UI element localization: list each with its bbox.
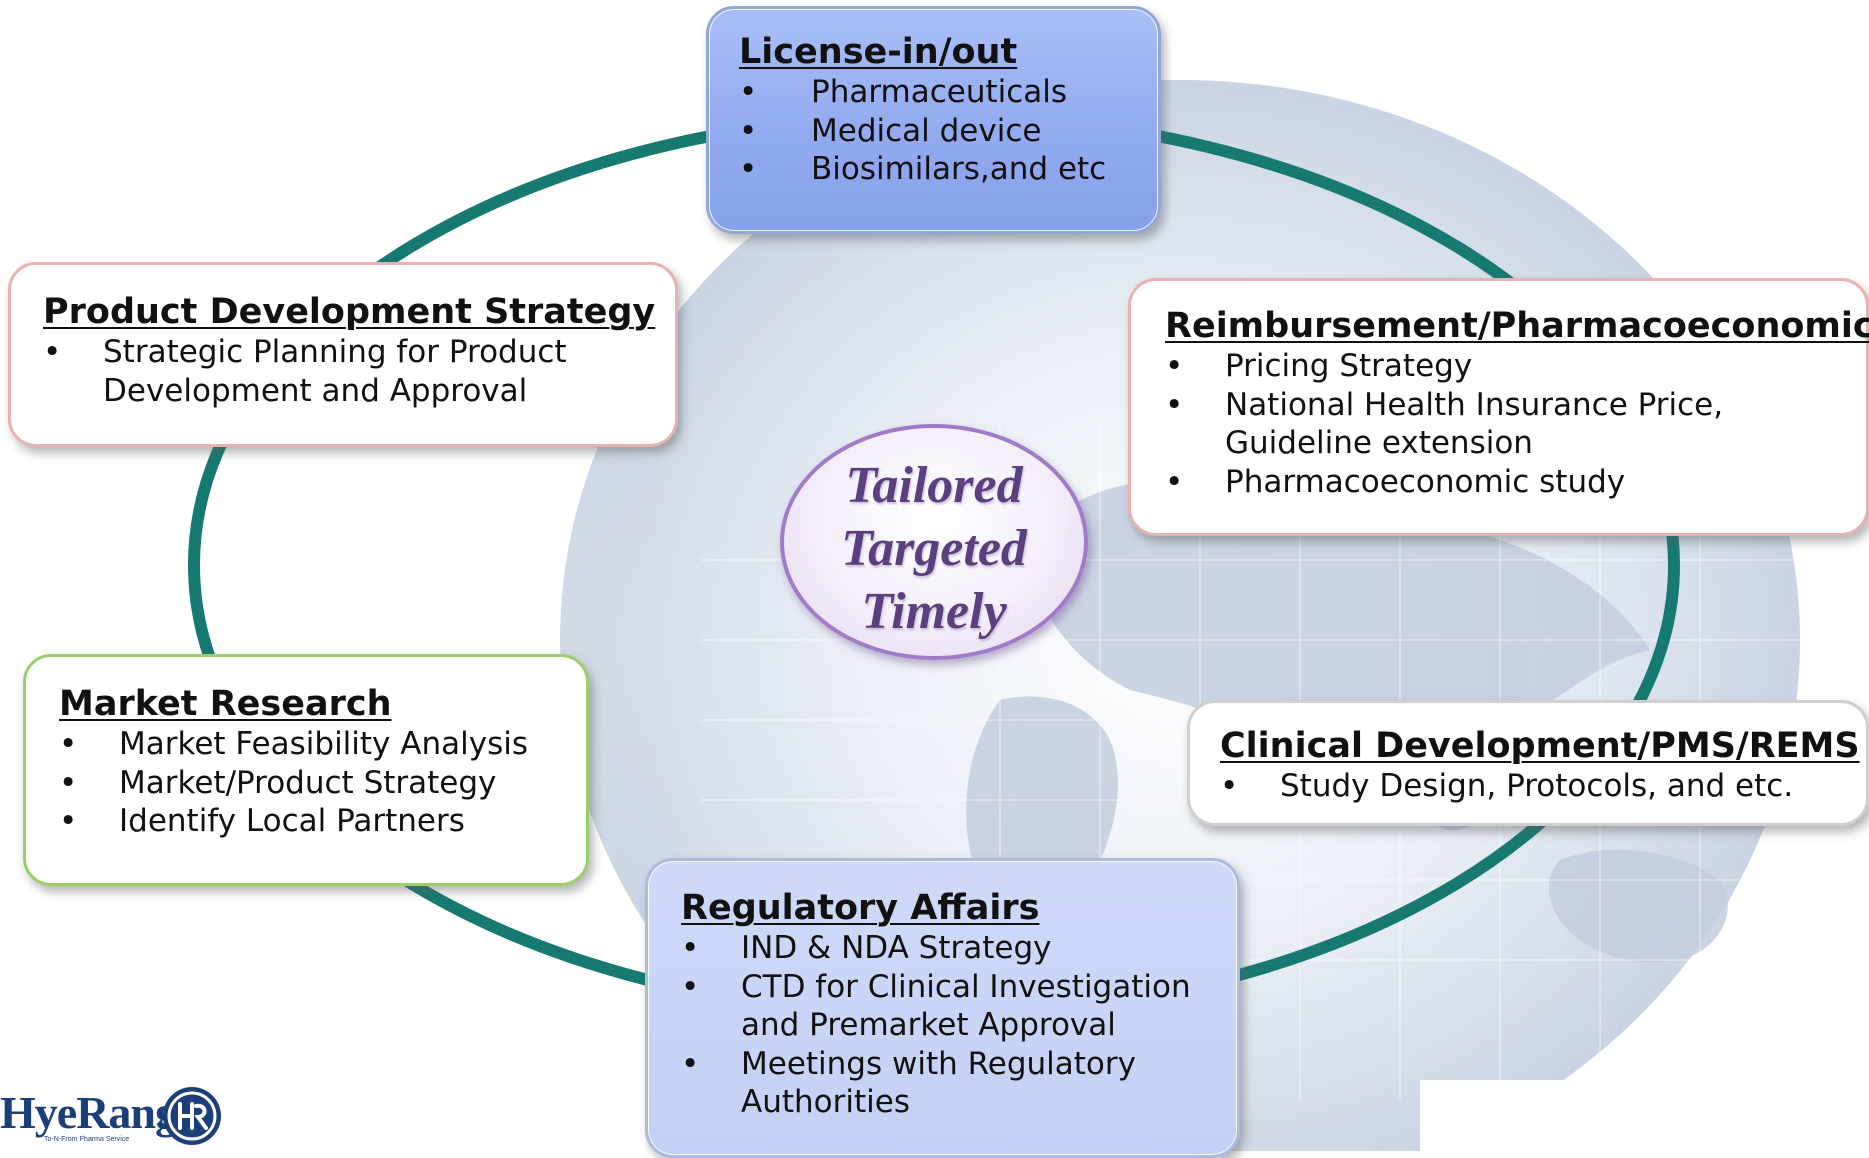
list-item: • Medical device [739,112,1158,151]
list-item: • Market/Product Strategy [59,764,586,803]
motto-line-timely: Timely [861,583,1007,640]
regulatory-affairs-list: • IND & NDA Strategy • CTD for Clinical In… [681,929,1237,1122]
clinical-development-title: Clinical Development/PMS/REMS [1220,726,1860,766]
list-item: • Biosimilars,and etc [739,150,1158,189]
bullet-icon: • [59,764,78,801]
license-title: License-in/out [739,32,1018,72]
motto-line-tailored: Tailored [845,457,1023,514]
market-research-title: Market Research [59,684,392,724]
list-item: • Study Design, Protocols, and etc. [1220,767,1866,806]
reimbursement-list: • Pricing Strategy • National Health Insur… [1165,347,1866,501]
list-item-text: Meetings with Regulatory Authorities [741,1045,1136,1121]
hyerang-logo: HyeRang To-N-From Pharma Service [0,1082,230,1151]
regulatory-affairs-box: Regulatory Affairs • IND & NDA Strategy •… [645,858,1240,1158]
list-item-text: Identify Local Partners [119,803,465,839]
market-research-box: Market Research • Market Feasibility Anal… [23,654,589,886]
list-item-text: Pharmaceuticals [811,74,1068,110]
list-item-text: Study Design, Protocols, and etc. [1280,768,1794,804]
list-item-text: Market/Product Strategy [119,764,497,801]
list-item: • Pricing Strategy [1165,347,1866,386]
license-box: License-in/out • Pharmaceuticals • Medical… [706,6,1161,234]
list-item: • CTD for Clinical Investigation and Prem… [681,968,1237,1045]
list-item: • IND & NDA Strategy [681,929,1237,968]
product-development-title: Product Development Strategy [43,292,656,332]
reimbursement-box: Reimbursement/Pharmacoeconomic • Pricing … [1128,278,1869,536]
bullet-icon: • [681,968,700,1005]
list-item-text: Market Feasibility Analysis [119,726,528,762]
logo-tagline: To-N-From Pharma Service [44,1136,130,1143]
list-item-text: National Health Insurance Price, Guideli… [1225,386,1724,462]
motto-line-targeted: Targeted [841,520,1027,577]
bullet-icon: • [681,1045,700,1082]
list-item-text: Medical device [811,112,1042,149]
bullet-icon: • [1165,463,1184,500]
bullet-icon: • [739,74,758,110]
logo-wordmark: HyeRang [0,1087,178,1138]
bullet-icon: • [43,334,62,370]
hr-emblem-icon [163,1087,221,1145]
list-item: • Strategic Planning for Product Developm… [43,333,675,410]
product-development-box: Product Development Strategy • Strategic … [8,262,678,447]
bullet-icon: • [1165,386,1184,423]
list-item-text: Strategic Planning for Product Developme… [103,334,567,409]
list-item-text: Pricing Strategy [1225,348,1473,384]
clinical-development-list: • Study Design, Protocols, and etc. [1220,767,1866,806]
reimbursement-title: Reimbursement/Pharmacoeconomic [1165,306,1869,346]
list-item-text: Biosimilars,and etc [811,151,1107,187]
motto-oval: Tailored Targeted Timely [780,424,1088,660]
list-item-text: IND & NDA Strategy [741,930,1052,966]
market-research-list: • Market Feasibility Analysis • Market/Pro… [59,725,586,841]
list-item-text: Pharmacoeconomic study [1225,463,1626,500]
clinical-development-box: Clinical Development/PMS/REMS • Study Des… [1187,700,1869,826]
list-item: • Meetings with Regulatory Authorities [681,1045,1237,1122]
bullet-icon: • [59,803,78,839]
product-development-list: • Strategic Planning for Product Developm… [43,333,675,410]
list-item: • National Health Insurance Price, Guidel… [1165,386,1866,463]
bullet-icon: • [59,726,78,762]
bullet-icon: • [739,112,758,149]
bullet-icon: • [1165,348,1184,384]
list-item-text: CTD for Clinical Investigation and Prema… [741,968,1191,1044]
bullet-icon: • [739,151,758,187]
list-item: • Pharmacoeconomic study [1165,463,1866,502]
license-list: • Pharmaceuticals • Medical device • Biosim… [739,73,1158,189]
bullet-icon: • [1220,768,1239,804]
list-item: • Market Feasibility Analysis [59,725,586,764]
list-item: • Pharmaceuticals [739,73,1158,112]
list-item: • Identify Local Partners [59,802,586,841]
bullet-icon: • [681,930,700,966]
regulatory-affairs-title: Regulatory Affairs [681,888,1040,928]
